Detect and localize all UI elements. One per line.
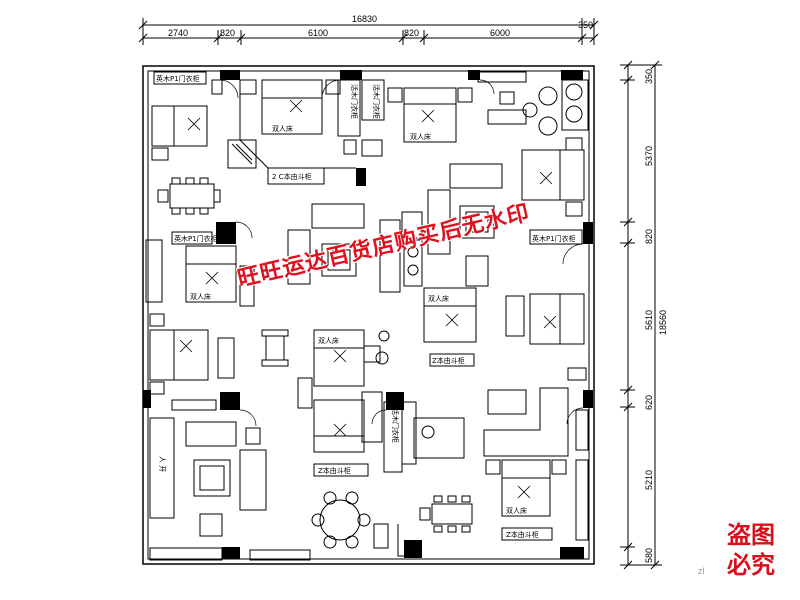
label-wardrobe-v3: 活木门衣柜 xyxy=(391,408,400,443)
dim-top-6: 350 xyxy=(578,20,593,30)
bedroom-top-middle xyxy=(239,79,383,185)
stamp-line-2: 必究 xyxy=(727,551,775,579)
stamp-line-1: 盗图 xyxy=(727,521,775,549)
label-bed-2: 双人床 xyxy=(410,132,431,141)
dim-right-5: 620 xyxy=(644,395,654,410)
door-swings xyxy=(219,79,584,427)
label-bed-3: 双人床 xyxy=(190,292,211,301)
bedroom-right-middle xyxy=(423,255,587,381)
lounge-chairs xyxy=(499,79,589,136)
dim-top-1: 2740 xyxy=(168,28,188,38)
dim-right-2: 5370 xyxy=(644,146,654,166)
top-dimension-line xyxy=(138,18,599,45)
dim-right-7: 580 xyxy=(644,548,654,563)
label-study: 人 开 xyxy=(158,456,166,472)
dining-set-bottom xyxy=(397,495,473,557)
label-closet-3: 英木P1门衣柜 xyxy=(174,234,218,243)
label-wardrobe-v1: 活木门衣柜 xyxy=(350,84,359,119)
lower-left-living xyxy=(149,417,267,561)
dim-top-5: 6000 xyxy=(490,28,510,38)
bedroom-right-upper xyxy=(521,137,585,245)
outer-walls xyxy=(142,65,595,565)
dining-set-center-left xyxy=(261,329,289,367)
dim-right-1: 350 xyxy=(644,69,654,84)
dim-top-total: 16830 xyxy=(352,14,377,24)
label-bed-6: 双人床 xyxy=(506,506,527,515)
bed-decor-motifs xyxy=(179,99,557,499)
sectional-sofa xyxy=(413,387,589,459)
dim-right-4: 5610 xyxy=(644,310,654,330)
corner-text: zl xyxy=(698,566,705,576)
dining-set-upper-left xyxy=(157,177,221,215)
dim-right-6: 5210 xyxy=(644,470,654,490)
central-living-room xyxy=(287,163,503,293)
wall-columns xyxy=(143,70,593,559)
bedroom-left-3 xyxy=(149,313,235,411)
label-closet-2: 英木P1门衣柜 xyxy=(532,234,576,243)
bedroom-center-a xyxy=(297,329,390,409)
right-dimension-line xyxy=(620,60,662,570)
label-bed-5: 双人床 xyxy=(428,294,449,303)
copyright-stamp: 盗图 必究 xyxy=(718,520,784,580)
dim-top-3: 6100 xyxy=(308,28,328,38)
bedroom-top-left xyxy=(151,71,269,169)
bedroom-top-right xyxy=(361,71,527,143)
dim-right-total: 18560 xyxy=(658,310,668,335)
dim-right-3: 820 xyxy=(644,229,654,244)
label-tv-cabinet-4: Z本由斗柜 xyxy=(506,530,539,539)
bedroom-center-b xyxy=(313,391,417,477)
bedroom-bottom-right xyxy=(485,459,589,541)
label-tv-cabinet-2: Z本由斗柜 xyxy=(432,356,465,365)
label-bed-1: 双人床 xyxy=(272,124,293,133)
label-bed-4: 双人床 xyxy=(318,336,339,345)
bedroom-left-2 xyxy=(145,231,255,307)
label-tv-cabinet-3: Z本由斗柜 xyxy=(318,466,351,475)
label-tv-cabinet-1: 2 C本由斗柜 xyxy=(272,172,312,181)
dim-top-4: 820 xyxy=(404,28,419,38)
label-wardrobe-v2: 活木门衣柜 xyxy=(372,84,381,119)
label-closet-1: 英木P1门衣柜 xyxy=(156,74,200,83)
round-dining-table xyxy=(249,491,389,561)
dim-top-2: 820 xyxy=(220,28,235,38)
